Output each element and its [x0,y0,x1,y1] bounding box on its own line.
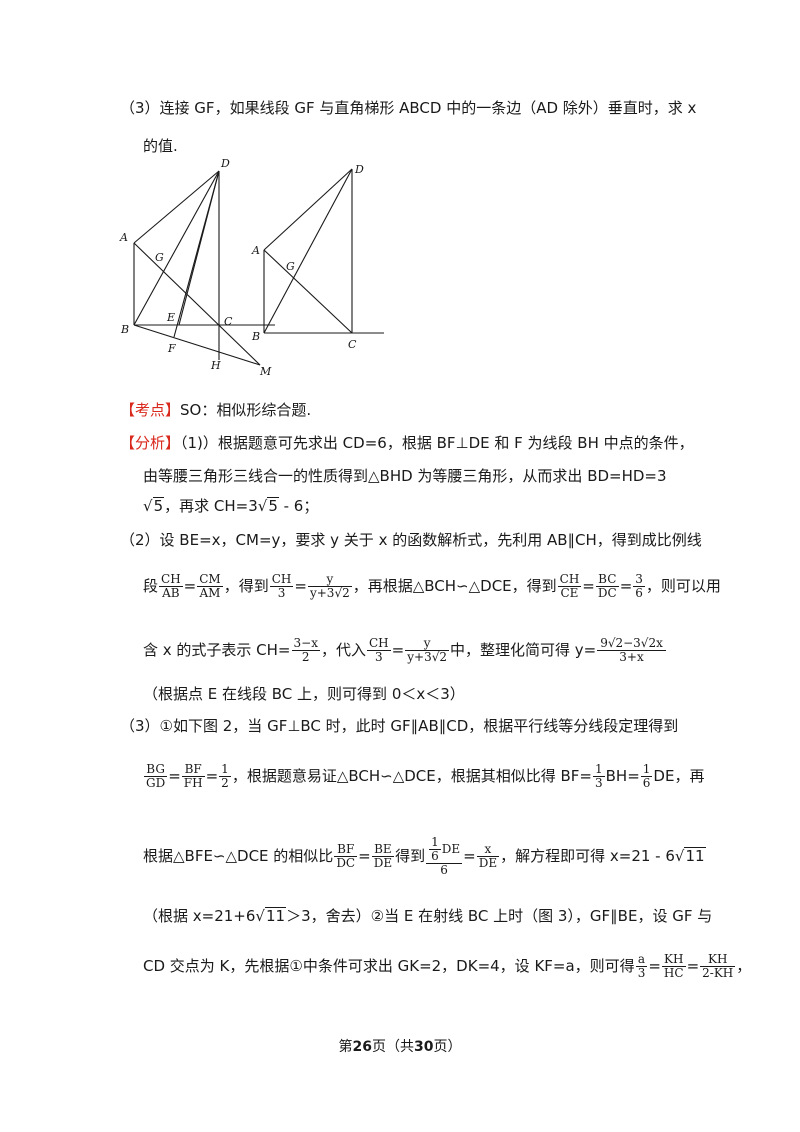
line-BD [133,170,220,326]
fenxi-line-1: 【分析】（1)）根据题意可先求出 CD=6，根据 BF⊥DE 和 F 为线段 B… [120,433,694,453]
kaodian-tag: 【考点】 [120,401,181,419]
fenxi-line-3: √5，再求 CH=3√5 - 6； [143,497,319,515]
sqrt-radicand: 5 [152,497,165,515]
label-A: A [251,244,260,257]
fenxi-tag: 【分析】 [120,434,181,452]
label-M: M [259,365,272,378]
figure-1-diagram: D A G E C B F H M [119,157,275,378]
label-F: F [167,342,176,355]
line-AC [263,249,353,334]
label-B: B [251,330,260,343]
line-AD [263,168,353,251]
page-number: 26 [352,1039,372,1055]
page-footer: 第26页（共30页） [338,1039,462,1055]
line-BD [263,168,353,334]
label-C: C [348,338,357,351]
question-3-line-1: （3）连接 GF，如果线段 GF 与直角梯形 ABCD 中的一条边（AD 除外）… [120,99,697,117]
label-D: D [354,163,364,176]
label-A: A [119,231,128,244]
label-G: G [155,251,164,264]
page-total: 30 [414,1039,434,1055]
label-H: H [210,359,221,372]
line-AD [133,170,220,244]
label-G: G [286,260,295,273]
fenxi-text-1: （1)）根据题意可先求出 CD=6，根据 BF⊥DE 和 F 为线段 BH 中点… [180,434,694,452]
part-2-line-1: （2）设 BE=x，CM=y，要求 y 关于 x 的函数解析式，先利用 AB∥C… [120,531,702,549]
fenxi-line-2: 由等腰三角形三线合一的性质得到△BHD 为等腰三角形，从而求出 BD=HD=3 [143,467,667,485]
label-C: C [224,315,233,328]
part-3-line-1: （3）①如下图 2，当 GF⊥BC 时，此时 GF∥AB∥CD，根据平行线等分线… [120,717,679,735]
part-2-line-4: （根据点 E 在线段 BC 上，则可得到 0＜x＜3） [143,685,465,703]
kaodian-line: 【考点】SO：相似形综合题. [120,400,311,420]
kaodian-text: SO：相似形综合题. [180,401,312,419]
label-B: B [120,323,129,336]
label-E: E [166,311,175,324]
part-3-line-4: （根据 x=21+6√11＞3，舍去）②当 E 在射线 BC 上时（图 3），G… [143,907,713,925]
part-3-line-5: CD 交点为 K，先根据①中条件可求出 GK=2，DK=4，设 KF=a，则可得… [143,952,752,980]
figure-2-diagram: D A G B C [251,163,384,351]
line-DE [178,170,220,326]
question-3-line-2: 的值. [143,137,178,155]
line-BM [133,324,261,366]
label-D: D [220,157,230,170]
line-AM [133,242,261,366]
